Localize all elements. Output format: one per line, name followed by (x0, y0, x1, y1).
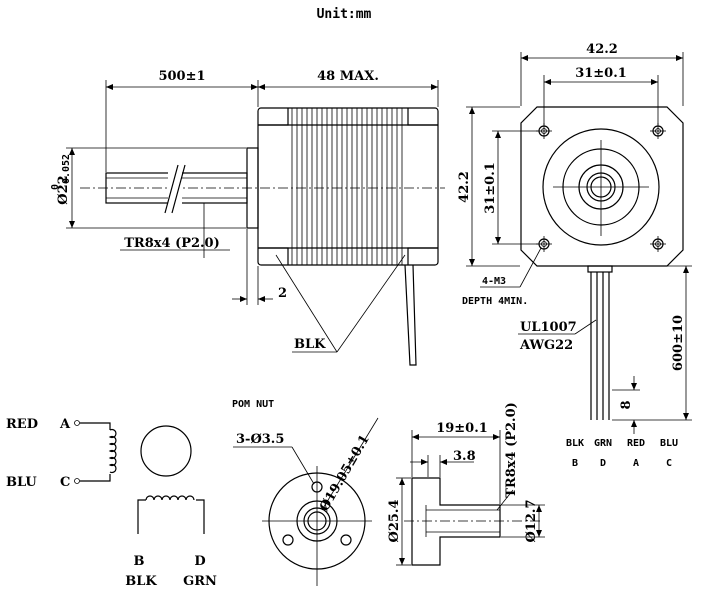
depth-note: DEPTH 4MIN. (462, 296, 528, 307)
wire-color-4: BLU (660, 438, 678, 449)
mounting-hole (536, 236, 552, 252)
nut-section (411, 477, 501, 566)
mounting-hole (650, 236, 666, 252)
nut-dim-flange: 3.8 (453, 449, 476, 464)
wire-letter-3: A (633, 458, 639, 469)
face-boss (542, 128, 660, 246)
dim-face-width: 42.2 (586, 42, 618, 57)
nut-dim-body-diameter: Ø12.7 (524, 500, 539, 543)
coil1-bottom-letter: C (60, 475, 70, 490)
dim-strip-length: 8 (619, 400, 634, 409)
cable-wires (587, 265, 613, 420)
unit-label: Unit:mm (317, 7, 372, 22)
thread-callout: TR8x4 (P2.0) (124, 236, 220, 251)
nut-mounting-hole (340, 534, 352, 546)
coil1-top-letter: A (59, 417, 71, 432)
motor-body (257, 107, 439, 266)
dim-flange-thickness: 2 (278, 286, 287, 301)
screw-note: 4-M3 (482, 276, 506, 287)
lead-label: BLK (294, 337, 326, 352)
nut-hole-note: 3-Ø3.5 (236, 432, 284, 447)
nut-thread-callout: TR8x4 (P2.0) (504, 402, 519, 498)
coil1-top-color: RED (6, 417, 38, 432)
dim-cable-length: 600±10 (671, 315, 686, 371)
wire-letter-1: B (572, 458, 578, 469)
dim-face-height: 42.2 (457, 171, 472, 203)
dim-hole-spacing-horizontal: 31±0.1 (575, 66, 627, 81)
coil1-winding (108, 428, 117, 474)
nut-mounting-hole (282, 534, 294, 546)
dim-flange-diameter: Ø22 (56, 175, 71, 204)
cable-type: UL1007 (520, 320, 577, 335)
coil2-left-letter: B (134, 554, 145, 569)
wire-color-3: RED (627, 438, 645, 449)
wire-letter-4: C (666, 458, 672, 469)
coil2-right-color: GRN (183, 574, 217, 589)
nut-dim-length: 19±0.1 (436, 421, 488, 436)
coil2-right-letter: D (194, 554, 205, 569)
nut-dim-flange-diameter: Ø25.4 (387, 500, 402, 543)
cooling-fins (291, 108, 403, 265)
nut-title: POM NUT (232, 399, 274, 410)
wire-color-2: GRN (594, 438, 612, 449)
dim-hole-spacing-vertical: 31±0.1 (483, 162, 498, 214)
dim-tolerance-lower: -0.052 (61, 154, 72, 190)
mounting-hole (650, 123, 666, 139)
coil-schematic: RED A BLU C B D BLK GRN (6, 417, 217, 589)
wire-color-1: BLK (566, 438, 584, 449)
rotor-symbol (140, 425, 192, 477)
coil2-winding (145, 495, 195, 501)
cable-gauge: AWG22 (519, 338, 573, 353)
front-view: 42.2 31±0.1 42.2 31±0.1 4-M3 DEPTH 4MIN. (457, 42, 692, 469)
coil2-left-color: BLK (125, 574, 157, 589)
dim-shaft-length: 500±1 (158, 69, 205, 84)
dim-body-length: 48 MAX. (317, 69, 379, 84)
dim-tolerance-upper: 0 (50, 184, 61, 190)
pom-nut: POM NUT 3-Ø3.5 Ø19.05±0.1 19±0.1 3.8 (232, 399, 545, 586)
mounting-hole (536, 123, 552, 139)
side-view: 500±1 48 MAX. Ø22 0 -0.052 TR8x4 (P2.0) … (50, 69, 445, 366)
break-mark (164, 164, 179, 214)
lead-wire (404, 264, 417, 366)
coil1-bottom-color: BLU (6, 475, 37, 490)
wire-letter-2: D (600, 458, 606, 469)
